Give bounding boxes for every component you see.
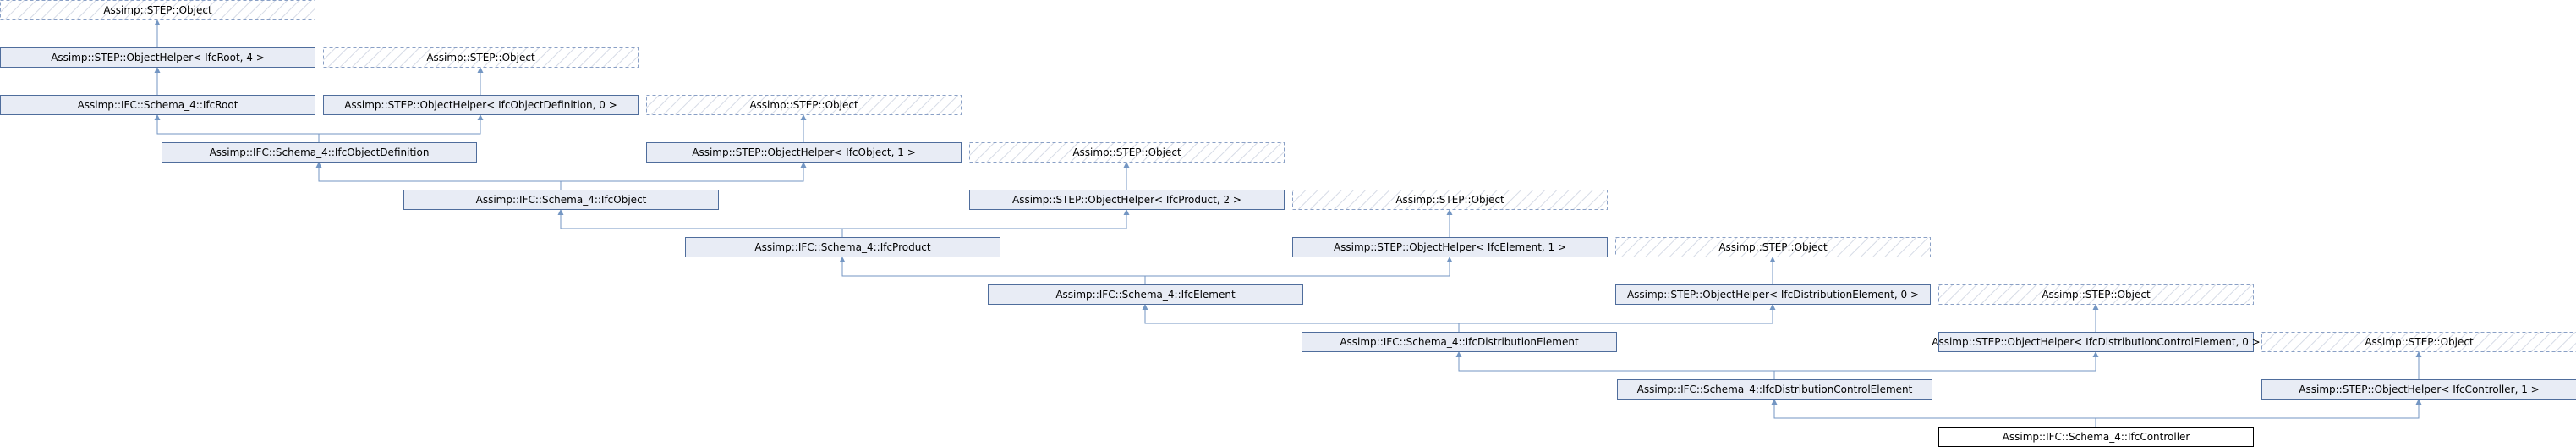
- inheritance-edge: [841, 209, 1130, 237]
- external-class-node[interactable]: Assimp::STEP::Object: [646, 95, 962, 115]
- node-border: [2261, 332, 2576, 352]
- node-box: [1615, 237, 1931, 257]
- node-label: Assimp::STEP::ObjectHelper< IfcDistribut…: [1932, 336, 2260, 348]
- inheritance-edge: [1773, 351, 2099, 379]
- edge-layer: [154, 19, 2422, 427]
- node-box: [2261, 332, 2576, 352]
- inheritance-edge: [318, 114, 484, 142]
- node-box: [1615, 284, 1931, 305]
- inheritance-edge: [1771, 399, 2096, 427]
- node-box: [403, 190, 719, 210]
- external-class-node[interactable]: Assimp::STEP::Object: [0, 0, 315, 20]
- node-border: [1615, 237, 1931, 257]
- node-label: Assimp::IFC::Schema_4::IfcObject: [476, 194, 647, 206]
- inheritance-edge: [1144, 257, 1453, 284]
- inheritance-edge: [557, 209, 843, 237]
- node-label: Assimp::STEP::Object: [2042, 289, 2151, 301]
- node-box: [323, 95, 639, 115]
- node-label: Assimp::STEP::Object: [1718, 241, 1828, 253]
- external-class-node[interactable]: Assimp::STEP::Object: [323, 47, 639, 68]
- class-node[interactable]: Assimp::IFC::Schema_4::IfcDistributionEl…: [1302, 332, 1617, 352]
- class-node[interactable]: Assimp::STEP::ObjectHelper< IfcObject, 1…: [646, 142, 962, 163]
- node-label: Assimp::IFC::Schema_4::IfcDistributionCo…: [1637, 384, 1913, 395]
- node-border: [0, 0, 315, 20]
- node-label: Assimp::STEP::ObjectHelper< IfcProduct, …: [1012, 194, 1241, 206]
- inheritance-edge: [154, 114, 320, 142]
- node-box: [1302, 332, 1617, 352]
- external-class-node[interactable]: Assimp::STEP::Object: [1615, 237, 1931, 257]
- node-label: Assimp::STEP::Object: [1072, 146, 1181, 158]
- class-node[interactable]: Assimp::STEP::ObjectHelper< IfcControlle…: [2261, 379, 2576, 400]
- node-box: [323, 47, 639, 68]
- node-label: Assimp::STEP::Object: [1395, 194, 1504, 206]
- class-node[interactable]: Assimp::STEP::ObjectHelper< IfcObjectDef…: [323, 95, 639, 115]
- node-label: Assimp::STEP::Object: [426, 52, 535, 63]
- node-label: Assimp::STEP::Object: [749, 99, 858, 111]
- node-box: [685, 237, 1000, 257]
- node-label: Assimp::STEP::Object: [2365, 336, 2474, 348]
- node-box: [1617, 379, 1932, 400]
- external-class-node[interactable]: Assimp::STEP::Object: [1292, 190, 1608, 210]
- inheritance-edge: [315, 162, 562, 190]
- class-node[interactable]: Assimp::STEP::ObjectHelper< IfcDistribut…: [1932, 332, 2261, 352]
- node-border: [969, 142, 1285, 163]
- class-node[interactable]: Assimp::IFC::Schema_4::IfcRoot: [0, 95, 315, 115]
- node-box: [0, 95, 315, 115]
- node-box: [1292, 190, 1608, 210]
- class-node[interactable]: Assimp::IFC::Schema_4::IfcDistributionCo…: [1617, 379, 1932, 400]
- node-box: [0, 47, 315, 68]
- node-border: [646, 95, 962, 115]
- node-box: [2261, 379, 2576, 400]
- node-box: [646, 142, 962, 163]
- node-border: [1292, 190, 1608, 210]
- class-node[interactable]: Assimp::STEP::ObjectHelper< IfcProduct, …: [969, 190, 1285, 210]
- class-node[interactable]: Assimp::IFC::Schema_4::IfcProduct: [685, 237, 1000, 257]
- node-label: Assimp::IFC::Schema_4::IfcElement: [1055, 289, 1236, 301]
- node-label: Assimp::STEP::ObjectHelper< IfcRoot, 4 >: [51, 52, 265, 63]
- inheritance-edge: [1458, 304, 1776, 332]
- focus-class-node: Assimp::IFC::Schema_4::IfcController: [1938, 427, 2254, 447]
- node-label: Assimp::STEP::ObjectHelper< IfcObject, 1…: [692, 146, 916, 158]
- class-node[interactable]: Assimp::STEP::ObjectHelper< IfcDistribut…: [1615, 284, 1931, 305]
- node-label: Assimp::STEP::ObjectHelper< IfcControlle…: [2299, 384, 2539, 395]
- class-node[interactable]: Assimp::IFC::Schema_4::IfcObject: [403, 190, 719, 210]
- node-box: [1938, 284, 2254, 305]
- node-box: [988, 284, 1303, 305]
- node-label: Assimp::IFC::Schema_4::IfcDistributionEl…: [1340, 336, 1579, 348]
- inheritance-edge: [560, 162, 807, 190]
- class-node[interactable]: Assimp::STEP::ObjectHelper< IfcRoot, 4 >: [0, 47, 315, 68]
- class-node[interactable]: Assimp::IFC::Schema_4::IfcElement: [988, 284, 1303, 305]
- node-border: [1938, 284, 2254, 305]
- inheritance-edge: [1455, 351, 1775, 379]
- node-box: [646, 95, 962, 115]
- inheritance-edge: [1142, 304, 1460, 332]
- inheritance-edge: [2095, 399, 2422, 427]
- node-label: Assimp::IFC::Schema_4::IfcObjectDefiniti…: [210, 146, 430, 158]
- node-label: Assimp::STEP::ObjectHelper< IfcElement, …: [1334, 241, 1566, 253]
- node-box: [1292, 237, 1608, 257]
- node-box: [0, 0, 315, 20]
- inheritance-edge: [839, 257, 1146, 284]
- node-label: Assimp::STEP::Object: [103, 4, 212, 16]
- node-box: [969, 190, 1285, 210]
- node-box: [1938, 332, 2254, 352]
- external-class-node[interactable]: Assimp::STEP::Object: [2261, 332, 2576, 352]
- node-label: Assimp::IFC::Schema_4::IfcController: [2003, 431, 2190, 443]
- node-label: Assimp::IFC::Schema_4::IfcRoot: [78, 99, 238, 111]
- node-border: [323, 47, 639, 68]
- node-label: Assimp::IFC::Schema_4::IfcProduct: [754, 241, 931, 253]
- class-node[interactable]: Assimp::STEP::ObjectHelper< IfcElement, …: [1292, 237, 1608, 257]
- external-class-node[interactable]: Assimp::STEP::Object: [969, 142, 1285, 163]
- node-label: Assimp::STEP::ObjectHelper< IfcDistribut…: [1627, 289, 1919, 301]
- external-class-node[interactable]: Assimp::STEP::Object: [1938, 284, 2254, 305]
- node-box: [969, 142, 1285, 163]
- class-node[interactable]: Assimp::IFC::Schema_4::IfcObjectDefiniti…: [162, 142, 477, 163]
- node-box: [162, 142, 477, 163]
- node-label: Assimp::STEP::ObjectHelper< IfcObjectDef…: [344, 99, 617, 111]
